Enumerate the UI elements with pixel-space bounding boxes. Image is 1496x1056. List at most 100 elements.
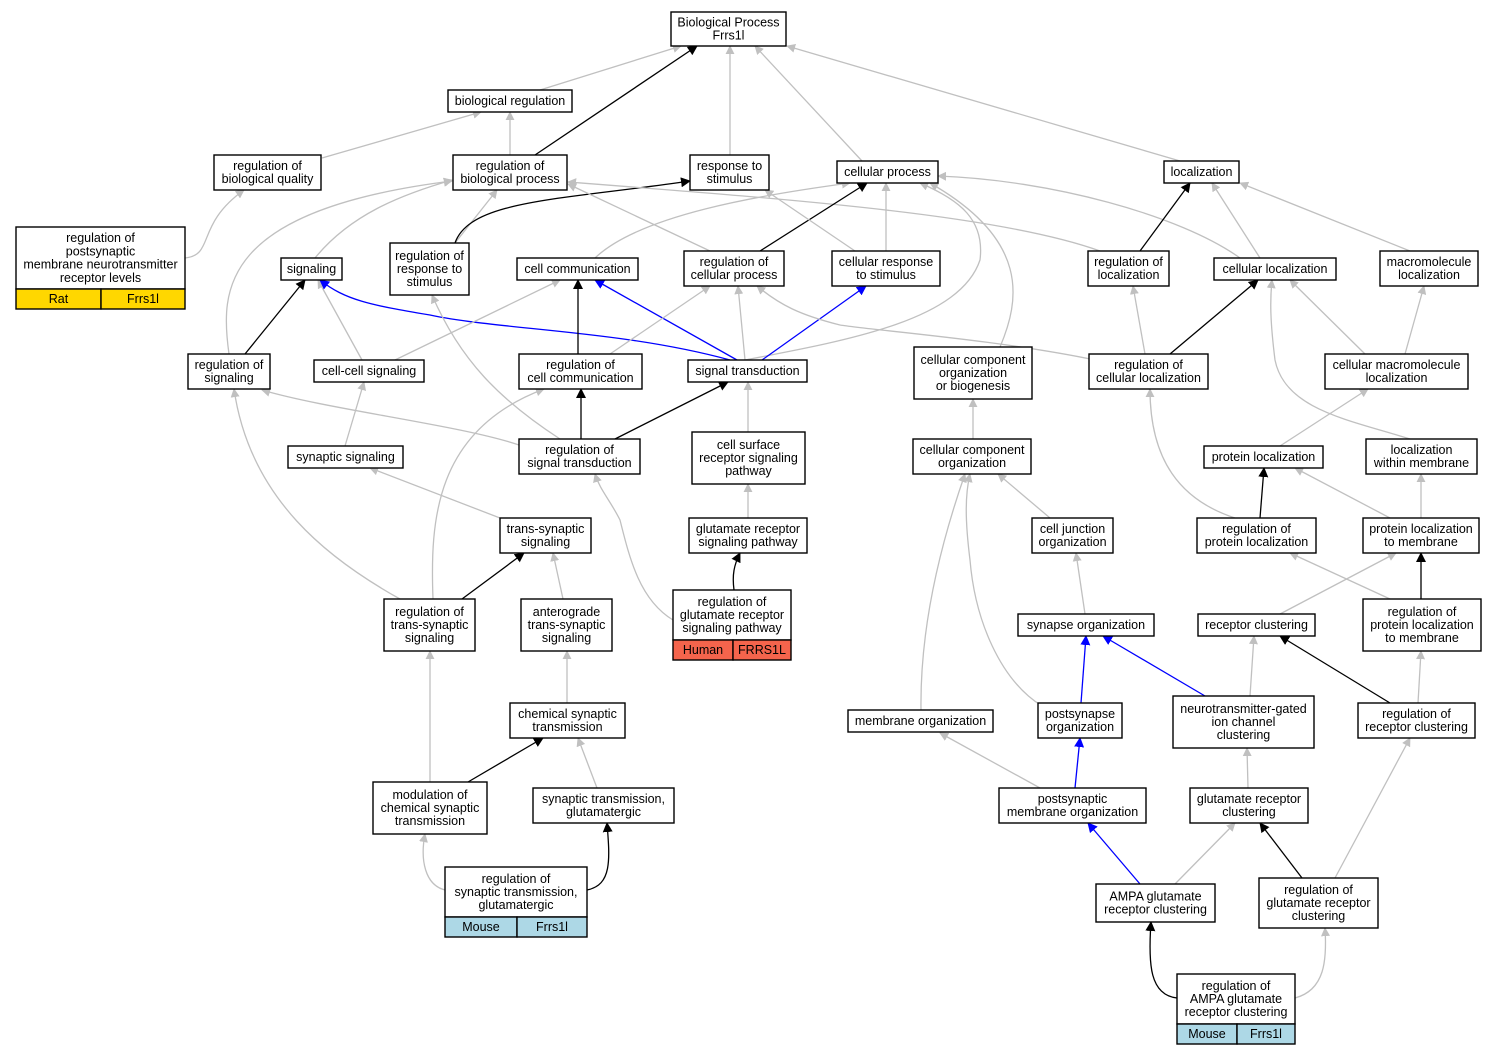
edge-transsyn-to-synsig xyxy=(369,466,501,519)
go-term-label-line: postsynaptic xyxy=(66,244,135,258)
go-term-label-line: response to xyxy=(697,159,762,173)
go-term-label-line: Frrs1l xyxy=(713,29,745,43)
edge-line xyxy=(431,294,561,440)
edge-regrecclust-to-recclust xyxy=(1279,635,1391,704)
go-term-label-line: regulation of xyxy=(1202,979,1271,993)
go-term-label-line: synaptic signaling xyxy=(296,450,395,464)
edge-line xyxy=(576,737,598,789)
edge-sigtrans-to-cellproc xyxy=(744,182,982,361)
go-term-syntransglu[interactable]: synaptic transmission,glutamatergic xyxy=(532,787,675,824)
edge-celljunc-to-cco xyxy=(997,473,1051,519)
edge-regsyntransglu-to-syntransglu xyxy=(586,822,613,891)
edge-postsynorg-to-cco xyxy=(963,473,1043,707)
go-term-label-line: receptor clustering xyxy=(1185,1005,1288,1019)
go-term-sigtrans[interactable]: signal transduction xyxy=(687,359,808,383)
go-term-label-line: regulation of xyxy=(1222,522,1291,536)
go-term-cellloc[interactable]: cellular localization xyxy=(1213,257,1337,281)
edge-regbioqual-to-bioreg xyxy=(321,109,482,159)
edge-line xyxy=(997,473,1051,519)
go-term-label-line: cell communication xyxy=(527,371,633,385)
go-term-label-line: organization xyxy=(1046,720,1114,734)
go-term-label-line: signaling xyxy=(204,371,253,385)
go-term-label-line: within membrane xyxy=(1373,456,1469,470)
go-term-memorg[interactable]: membrane organization xyxy=(847,709,994,733)
edge-line xyxy=(454,189,498,244)
go-term-cellcellsig[interactable]: cell-cell signaling xyxy=(313,359,425,383)
go-term-synsig[interactable]: synaptic signaling xyxy=(287,445,404,469)
edge-regampa-to-ampaclust xyxy=(1145,921,1178,999)
go-term-label-line: cell surface xyxy=(717,438,780,452)
edge-line xyxy=(586,822,613,891)
go-term-box xyxy=(1197,613,1316,637)
go-term-cellcomm[interactable]: cell communication xyxy=(516,257,639,281)
go-term-label-line: membrane organization xyxy=(855,714,986,728)
go-term-recclust[interactable]: receptor clustering xyxy=(1197,613,1316,637)
go-term-label-line: signaling xyxy=(521,535,570,549)
go-term-label-line: signaling xyxy=(287,262,336,276)
go-term-cellproc[interactable]: cellular process xyxy=(836,160,939,184)
edge-cellcomm-to-cellproc xyxy=(594,179,851,259)
edge-signaling-to-regbioproc xyxy=(314,177,453,259)
go-term-label-line: regulation of xyxy=(698,595,767,609)
edge-line xyxy=(467,737,544,783)
edge-line xyxy=(734,285,746,361)
edge-line xyxy=(321,109,482,159)
go-term-label-line: AMPA glutamate xyxy=(1190,992,1282,1006)
go-term-label-line: cell junction xyxy=(1040,522,1105,536)
go-term-signaling[interactable]: signaling xyxy=(280,257,343,281)
go-term-protloc[interactable]: protein localization xyxy=(1203,445,1324,469)
go-term-localization[interactable]: localization xyxy=(1163,160,1240,184)
go-term-bioreg[interactable]: biological regulation xyxy=(447,89,573,113)
go-term-label-line: regulation of xyxy=(195,358,264,372)
edge-line xyxy=(314,177,453,259)
go-term-box xyxy=(689,154,770,191)
go-term-box xyxy=(670,11,787,47)
go-term-label-line: protein localization xyxy=(1369,522,1473,536)
go-term-synorg[interactable]: synapse organization xyxy=(1017,613,1155,637)
edge-line xyxy=(539,44,682,91)
edge-line xyxy=(593,473,674,621)
go-term-label-line: regulation of xyxy=(395,605,464,619)
go-term-label-line: regulation of xyxy=(1114,358,1183,372)
edge-postsynmemorg-to-memorg xyxy=(939,732,1041,789)
